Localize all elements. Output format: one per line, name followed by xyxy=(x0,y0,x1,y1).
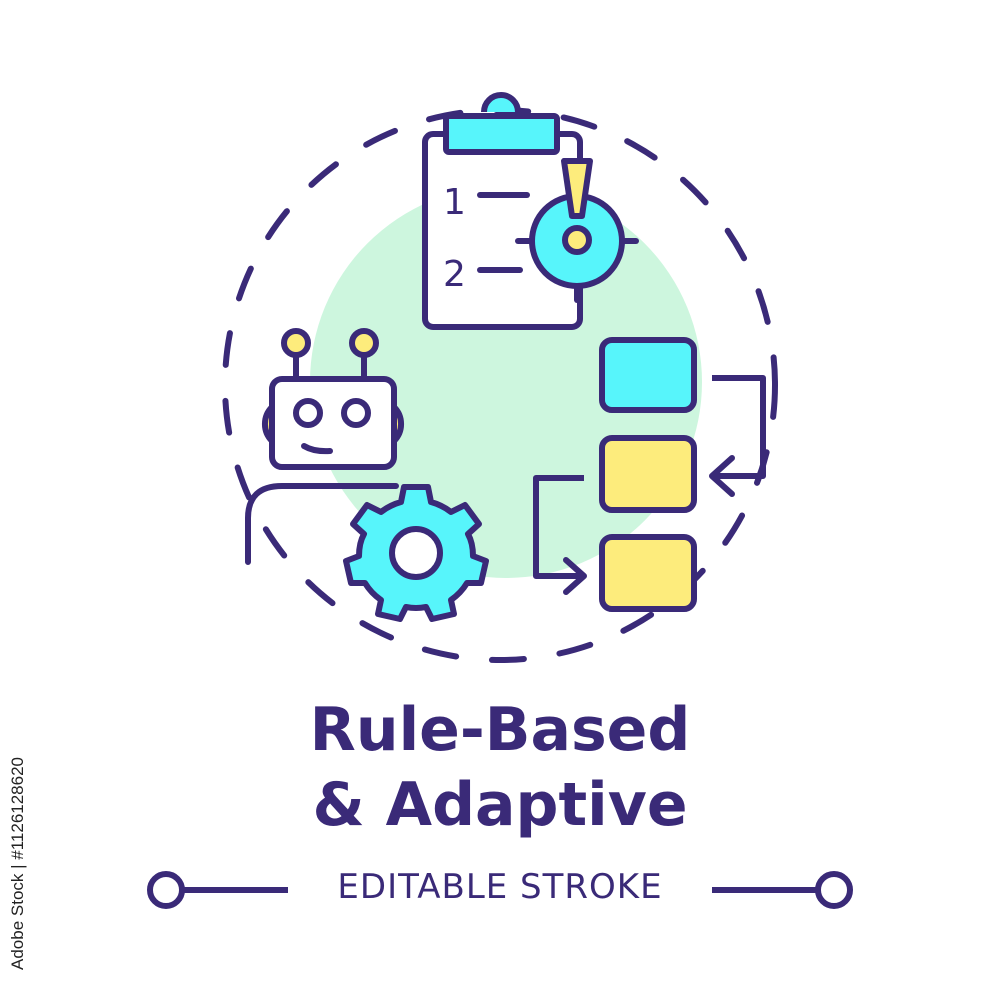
title-line-2: & Adaptive xyxy=(312,770,688,840)
editable-stroke-label: EDITABLE STROKE xyxy=(337,867,663,907)
exclamation-icon xyxy=(561,158,593,255)
rule-flow-blocks-icon xyxy=(533,337,766,612)
footer-decoration xyxy=(147,871,853,909)
checklist-number-2: 2 xyxy=(443,254,466,295)
title-line-1: Rule-Based xyxy=(309,695,691,765)
gear-icon xyxy=(343,484,489,622)
robot-head-icon xyxy=(245,328,405,565)
checklist-number-1: 1 xyxy=(443,182,466,223)
clipboard-checklist-icon: 1 2 xyxy=(422,92,583,330)
stock-id-label: Adobe Stock | #1126128620 xyxy=(8,757,27,970)
